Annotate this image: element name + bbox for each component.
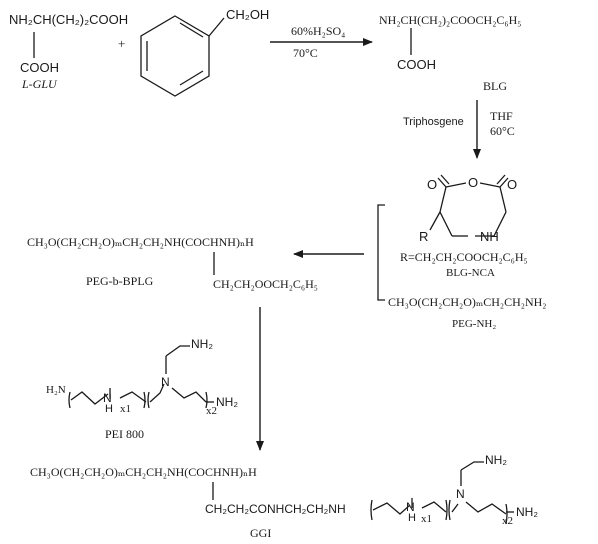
ggi-side-chain: CH₂CH₂CONHCH₂CH₂NH — [205, 502, 346, 516]
nca-ring — [429, 174, 509, 237]
ggi-formula: CH₃O(CH₂CH₂O)ₘCH₂CH₂NH(COCHNH)ₙH — [30, 465, 257, 479]
ggi-x2: x2 — [502, 515, 513, 527]
ggi-label: GGI — [250, 526, 272, 540]
nca-nh: NH — [480, 229, 499, 244]
ggi-nh-n: N — [406, 500, 415, 514]
reagent-bracket — [377, 204, 385, 301]
pei-structure — [68, 345, 214, 409]
nca-o-right: O — [507, 177, 518, 192]
condition-temp-1: 70°C — [293, 46, 318, 60]
peg-nh2-label: PEG-NH₂ — [452, 318, 497, 330]
blg-label: BLG — [483, 79, 507, 93]
plus-sign: + — [118, 36, 126, 51]
pei-x2: x2 — [206, 405, 217, 417]
pei-label: PEI 800 — [105, 427, 144, 441]
benzyl-alcohol-ch2oh: CH₂OH — [226, 7, 270, 22]
benzene-ring — [140, 15, 225, 97]
pei-nh-h: H — [105, 403, 113, 415]
ggi-nh-h: H — [408, 512, 416, 524]
pei-nh2-right: NH₂ — [216, 395, 238, 409]
blg-cooh: COOH — [397, 57, 436, 72]
thf-label: THF — [490, 109, 513, 123]
nca-r-definition: R=CH₂CH₂COOCH₂C₆H₅ — [400, 250, 528, 264]
nca-o-left: O — [427, 177, 438, 192]
peg-bplg-formula: CH₃O(CH₂CH₂O)ₘCH₂CH₂NH(COCHNH)ₙH — [27, 235, 254, 249]
pei-nh2-top: NH₂ — [191, 337, 213, 351]
glu-label: L-GLU — [22, 77, 57, 91]
condition-temp-2: 60°C — [490, 124, 515, 138]
pei-x1: x1 — [120, 403, 131, 415]
ggi-nh2-right: NH₂ — [516, 505, 538, 519]
peg-nh2-formula: CH₃O(CH₂CH₂O)ₘCH₂CH₂NH₂ — [388, 295, 547, 309]
glu-cooh: COOH — [20, 60, 59, 75]
ggi-pei-structure — [370, 461, 514, 525]
nca-r-group: R — [419, 229, 429, 244]
ggi-n-center: N — [456, 487, 465, 501]
nca-label: BLG-NCA — [446, 267, 495, 279]
condition-h2so4: 60%H₂SO₄ — [291, 24, 346, 38]
peg-bplg-side-chain: CH₂CH₂OOCH₂C₆H₅ — [213, 277, 318, 291]
ggi-nh2-top: NH₂ — [485, 453, 507, 467]
peg-bplg-label: PEG-b-BPLG — [86, 274, 154, 288]
glu-formula: NH₂CH(CH₂)₂COOH — [9, 12, 129, 27]
nca-o-ring: O — [468, 175, 479, 190]
ggi-x1: x1 — [421, 513, 432, 525]
pei-nh-n: N — [103, 391, 112, 405]
pei-n-center: N — [161, 375, 170, 389]
blg-formula: NH₂CH(CH₂)₂COOCH₂C₆H₅ — [379, 13, 522, 27]
triphosgene-label: Triphosgene — [403, 116, 464, 128]
pei-h2n: H₂N — [46, 384, 66, 396]
